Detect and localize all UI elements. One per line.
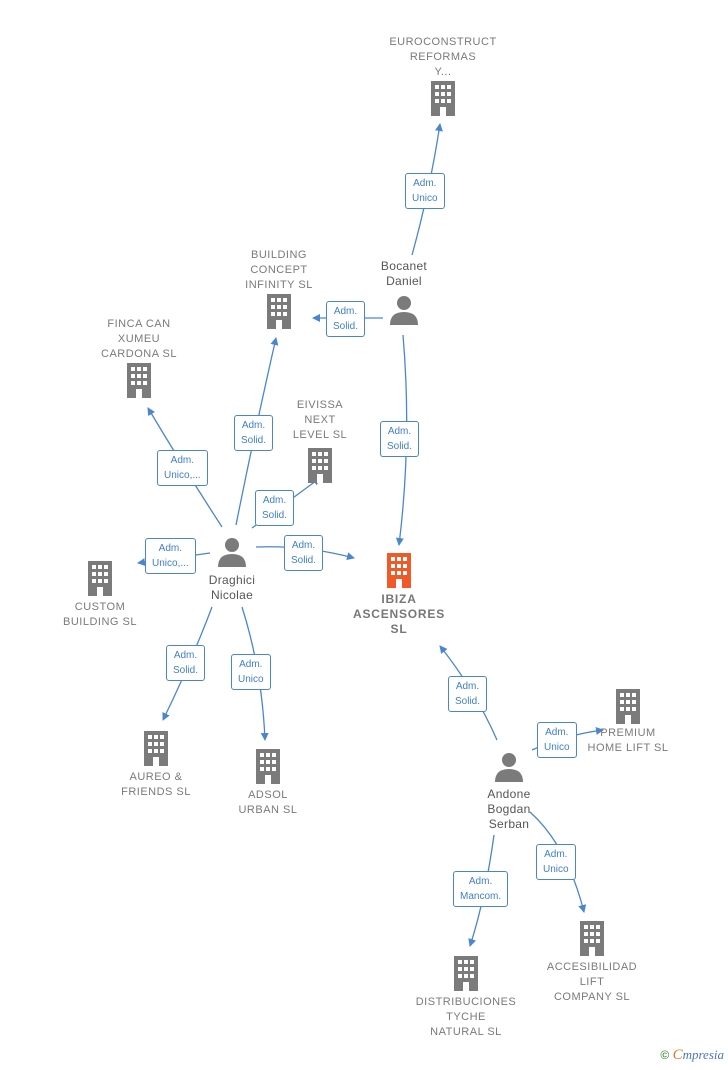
person-icon	[218, 538, 246, 567]
copyright-icon: ©	[660, 1048, 670, 1062]
edge-label-andone-premium[interactable]: Adm. Unico	[537, 722, 577, 758]
edge-label-andone-ibiza[interactable]: Adm. Solid.	[448, 676, 488, 712]
node-label: Andone Bogdan Serban	[487, 787, 531, 831]
building-icon	[256, 749, 280, 784]
node-eivissa[interactable]: EIVISSA NEXT LEVEL SL	[250, 398, 390, 483]
edge-label-draghici-adsol[interactable]: Adm. Unico	[231, 654, 271, 690]
node-euroconstruct[interactable]: EUROCONSTRUCT REFORMAS Y...	[373, 35, 513, 116]
node-premium[interactable]: PREMIUM HOME LIFT SL	[558, 688, 698, 756]
node-label: PREMIUM HOME LIFT SL	[587, 727, 669, 754]
edge-label-bocanet-euroconstruct[interactable]: Adm. Unico	[405, 173, 445, 209]
node-andone[interactable]: Andone Bogdan Serban	[439, 752, 579, 832]
building-icon	[308, 448, 332, 483]
node-adsol[interactable]: ADSOL URBAN SL	[198, 748, 338, 818]
edge-label-draghici-aureo[interactable]: Adm. Solid.	[166, 645, 206, 681]
node-accesibilidad[interactable]: ACCESIBILIDAD LIFT COMPANY SL	[522, 920, 662, 1005]
node-label: BUILDING CONCEPT INFINITY SL	[245, 249, 313, 291]
node-label: DISTRIBUCIONES TYCHE NATURAL SL	[415, 996, 517, 1038]
person-icon	[390, 296, 418, 325]
node-label: EUROCONSTRUCT REFORMAS Y...	[389, 36, 497, 78]
edge-label-bocanet-building[interactable]: Adm. Solid.	[326, 301, 366, 337]
node-finca-can[interactable]: FINCA CAN XUMEU CARDONA SL	[69, 317, 209, 398]
node-custom-building[interactable]: CUSTOM BUILDING SL	[30, 560, 170, 630]
node-label: CUSTOM BUILDING SL	[63, 601, 137, 628]
node-label: ACCESIBILIDAD LIFT COMPANY SL	[546, 961, 638, 1003]
edge-label-draghici-custom[interactable]: Adm. Unico,...	[145, 538, 196, 574]
brand-initial: C	[672, 1047, 683, 1063]
edge-label-draghici-building[interactable]: Adm. Solid.	[234, 415, 274, 451]
edge-label-andone-distribuciones[interactable]: Adm. Mancom.	[453, 871, 509, 907]
building-icon	[431, 81, 455, 116]
edge-label-draghici-ibiza[interactable]: Adm. Solid.	[284, 535, 324, 571]
building-icon	[127, 363, 151, 398]
node-distribuciones[interactable]: DISTRIBUCIONES TYCHE NATURAL SL	[396, 955, 536, 1040]
node-label: EIVISSA NEXT LEVEL SL	[292, 399, 348, 441]
node-label: FINCA CAN XUMEU CARDONA SL	[101, 318, 177, 360]
node-bocanet[interactable]: Bocanet Daniel	[334, 259, 474, 325]
building-icon	[144, 731, 168, 766]
brand-name: mpresia	[682, 1047, 724, 1062]
node-draghici[interactable]: Draghici Nicolae	[162, 537, 302, 603]
node-label: Bocanet Daniel	[380, 259, 428, 288]
building-icon	[387, 553, 411, 588]
node-label: IBIZA ASCENSORES SL	[352, 592, 446, 636]
node-label: Draghici Nicolae	[208, 573, 256, 602]
building-icon	[454, 956, 478, 991]
edge-label-bocanet-ibiza[interactable]: Adm. Solid.	[380, 421, 420, 457]
building-icon	[616, 689, 640, 724]
node-ibiza-ascensores[interactable]: IBIZA ASCENSORES SL	[329, 552, 469, 637]
node-building-concept[interactable]: BUILDING CONCEPT INFINITY SL	[209, 248, 349, 329]
node-label: ADSOL URBAN SL	[238, 789, 298, 816]
node-aureo[interactable]: AUREO & FRIENDS SL	[86, 730, 226, 800]
building-icon	[267, 294, 291, 329]
edge-label-draghici-eivissa[interactable]: Adm. Solid.	[255, 490, 295, 526]
brand-footer[interactable]: © Cmpresia	[660, 1047, 724, 1064]
person-icon	[495, 753, 523, 782]
node-label: AUREO & FRIENDS SL	[121, 771, 191, 798]
edge-label-andone-accesibilidad[interactable]: Adm. Unico	[536, 844, 576, 880]
building-icon	[88, 561, 112, 596]
edge-label-draghici-finca[interactable]: Adm. Unico,...	[157, 450, 208, 486]
building-icon	[580, 921, 604, 956]
